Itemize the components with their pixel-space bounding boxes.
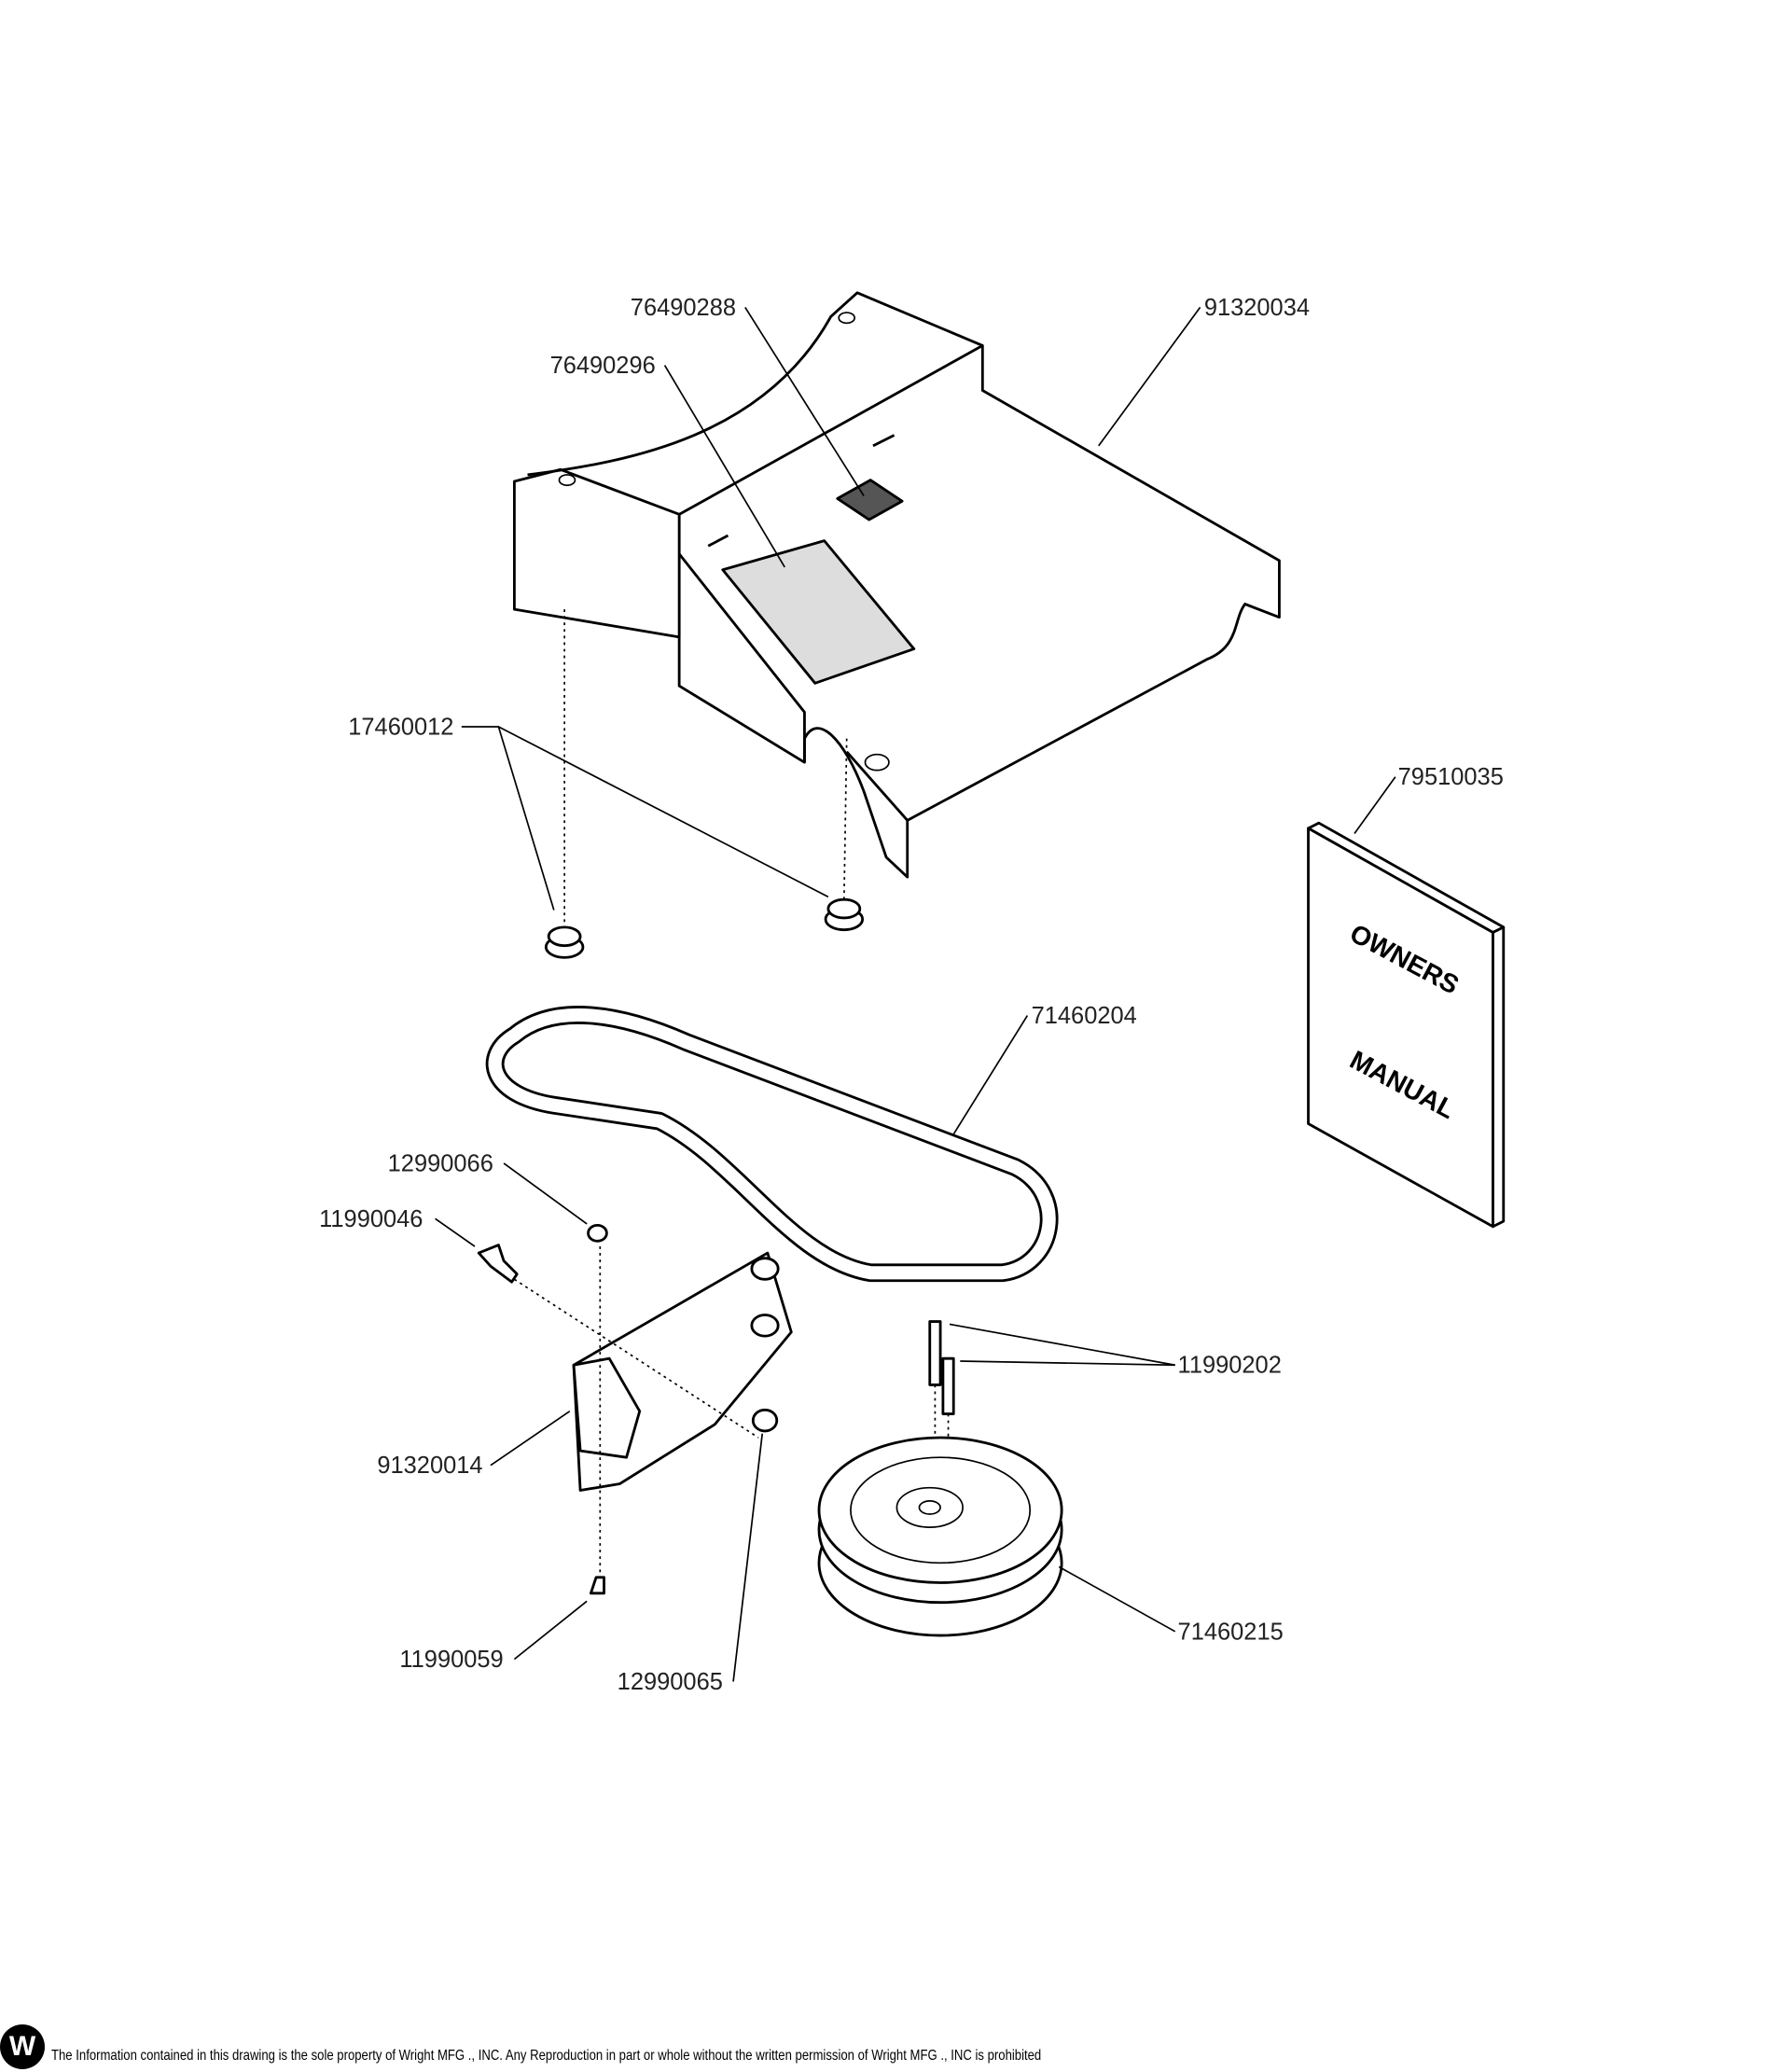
part-label: 76490288 [631,295,736,321]
part-label: 11990202 [1178,1353,1282,1379]
decal-76490288 [836,479,904,521]
part-label: 17460012 [348,714,453,740]
belt-cover [512,291,1281,879]
grommets [544,609,865,959]
copyright-notice: The Information contained in this drawin… [51,2048,1042,2064]
part-label: 71460215 [1178,1619,1284,1645]
part-label: 11990046 [319,1206,423,1232]
part-label: 91320034 [1204,295,1310,321]
drive-belt [485,1006,1059,1283]
part-label: 91320014 [377,1453,482,1479]
pulley [817,1436,1063,1637]
leader-lines [435,306,1396,1682]
decal-76490296 [721,539,916,685]
owners-manual-book: OWNERS MANUAL [1307,821,1506,1229]
part-label: 12990066 [388,1150,493,1176]
part-label: 12990065 [618,1669,723,1695]
part-label: 71460204 [1032,1003,1137,1029]
part-label: 76490296 [550,353,656,379]
part-label: 11990059 [399,1647,503,1673]
idler-bracket [513,1245,793,1583]
wright-logo: W [0,2024,45,2069]
part-label: 79510035 [1398,764,1504,790]
